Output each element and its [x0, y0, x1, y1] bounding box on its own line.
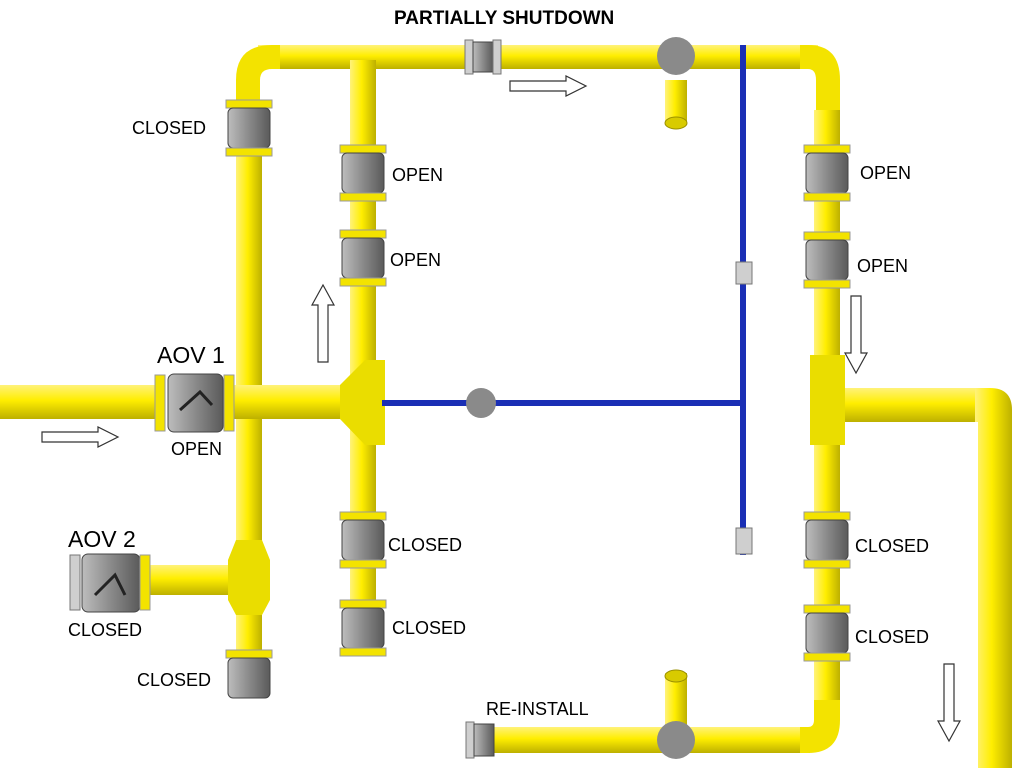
- right-lower-valve-2-label: CLOSED: [855, 627, 930, 647]
- top-header-pipe: [258, 45, 818, 69]
- right-upper-valve-1-label: OPEN: [860, 163, 912, 183]
- center-upper-valve-1-label: OPEN: [392, 165, 444, 185]
- bottom-tee-valve: [657, 721, 695, 759]
- inlet-pipe: [0, 385, 160, 419]
- center-gauge: [466, 388, 496, 418]
- left-bottom-valve-label: CLOSED: [137, 670, 212, 690]
- blue-vertical-line: [740, 45, 746, 555]
- left-header-valve: [225, 99, 273, 157]
- outlet-elbow: [975, 388, 1012, 768]
- aov1-state-label: OPEN: [171, 439, 223, 459]
- valves: [69, 37, 851, 759]
- center-tee-reducer: [340, 360, 385, 445]
- top-drain-stub: [665, 80, 687, 125]
- right-upper-valve-2-label: OPEN: [857, 256, 909, 276]
- right-lower-valve-1-label: CLOSED: [855, 536, 930, 556]
- center-lower-valve-1-label: CLOSED: [388, 535, 463, 555]
- aov2-state-label: CLOSED: [68, 620, 143, 640]
- center-lower-valve-1: [339, 511, 387, 569]
- right-outlet-pipe: [830, 388, 990, 422]
- aov2-valve: [69, 553, 151, 613]
- left-header-valve-label: CLOSED: [132, 118, 207, 138]
- left-bottom-valve: [225, 649, 273, 699]
- center-upper-valve-1: [339, 144, 387, 202]
- center-flow-arrow-up: [310, 283, 336, 363]
- flow-arrows: [41, 75, 962, 743]
- top-drain-opening: [664, 116, 688, 130]
- reinstall-valve: [465, 721, 495, 759]
- right-lower-valve-2: [803, 604, 851, 662]
- outlet-flow-arrow-down: [936, 663, 962, 743]
- center-upper-valve-2: [339, 229, 387, 287]
- right-upper-valve-2: [803, 231, 851, 289]
- bottom-right-elbow: [800, 700, 840, 753]
- header-flow-arrow-right: [509, 75, 588, 97]
- bottom-drain-opening: [664, 669, 688, 683]
- top-header-valve: [464, 39, 502, 75]
- right-lower-valve-1: [803, 511, 851, 569]
- instrument-lines: [382, 45, 753, 555]
- right-flow-arrow-down: [843, 295, 869, 375]
- left-tee-reducer: [228, 540, 270, 615]
- top-tee-valve: [657, 37, 695, 75]
- bottom-drain-stub: [665, 673, 687, 728]
- center-lower-valve-2-label: CLOSED: [392, 618, 467, 638]
- top-right-elbow: [800, 45, 840, 120]
- aov1-valve: [154, 373, 235, 433]
- aov1-name-label: AOV 1: [157, 342, 225, 368]
- right-upper-valve-1: [803, 144, 851, 202]
- lower-small-valve: [735, 527, 753, 555]
- inlet-flow-arrow-right: [41, 426, 120, 448]
- right-tee-reducer: [810, 355, 845, 445]
- main-horizontal-pipe: [230, 385, 360, 419]
- diagram-title: PARTIALLY SHUTDOWN: [394, 8, 615, 29]
- blue-horizontal-line: [382, 400, 742, 406]
- aov2-name-label: AOV 2: [68, 526, 136, 552]
- pipes: [0, 45, 1012, 768]
- bottom-pipe: [490, 727, 810, 753]
- reinstall-label: RE-INSTALL: [486, 699, 589, 719]
- center-upper-valve-2-label: OPEN: [390, 250, 442, 270]
- center-lower-valve-2: [339, 599, 387, 657]
- upper-small-valve: [735, 261, 753, 285]
